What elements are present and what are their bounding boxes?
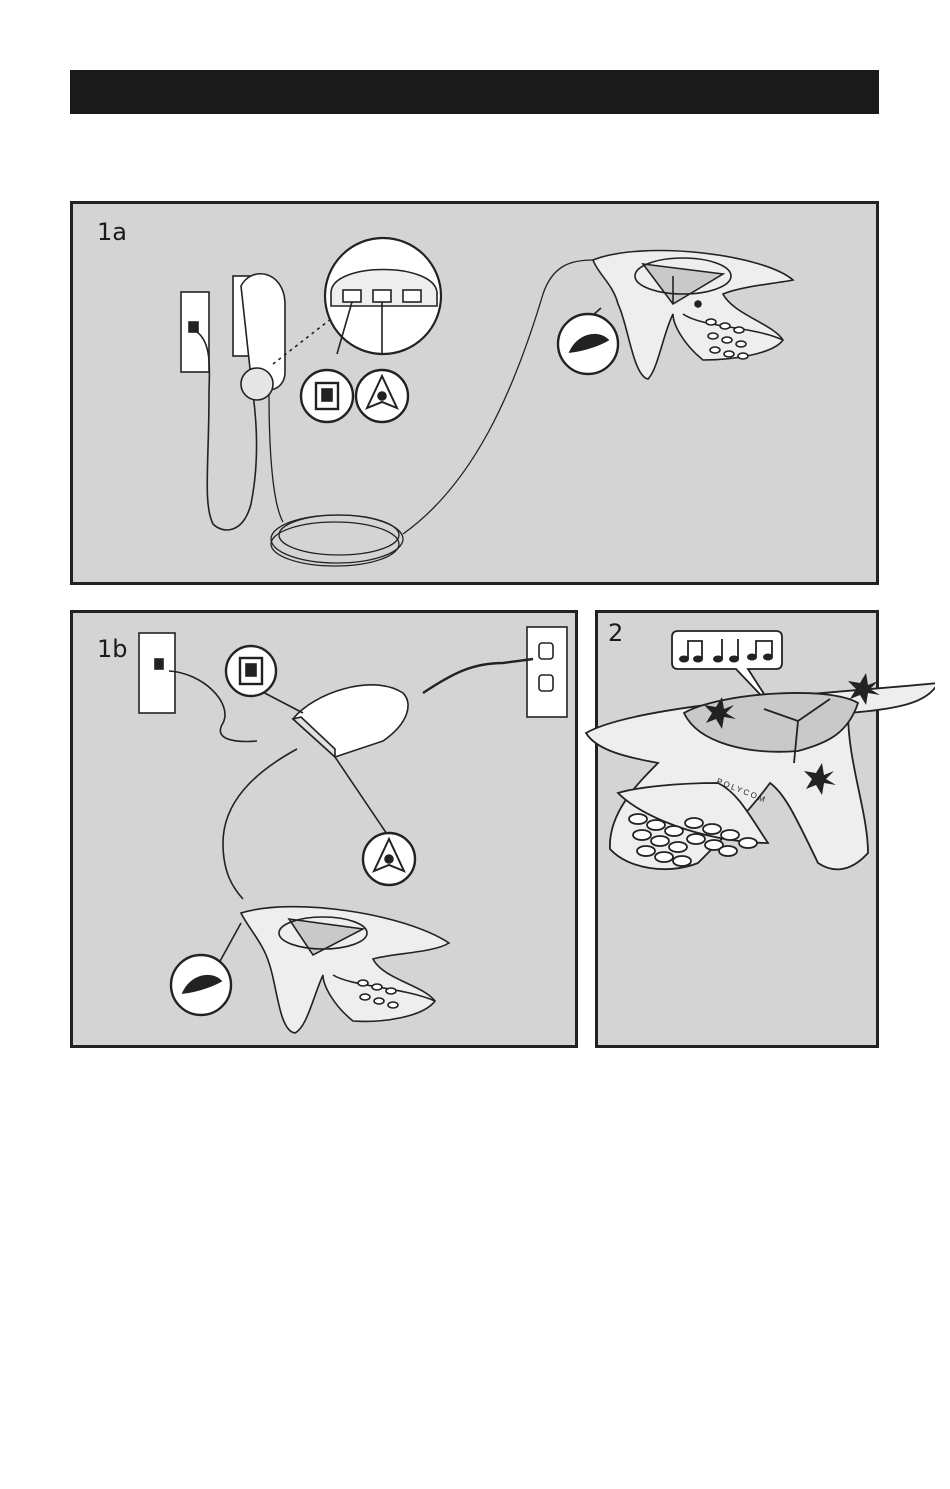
wall-jack (139, 633, 175, 713)
wall-jack (181, 292, 209, 372)
diagram-1a (73, 204, 876, 582)
conference-phone (241, 907, 449, 1033)
diagram-1b (73, 613, 575, 1045)
panel-1a: 1a (70, 201, 879, 585)
conference-phone-icon (363, 833, 415, 885)
power-outlet (527, 627, 567, 717)
adapter-port-zoom (325, 238, 441, 354)
header-bar (70, 70, 879, 114)
conference-phone (586, 683, 935, 869)
phone-interface-module (293, 685, 408, 757)
conference-phone (593, 251, 793, 379)
phone-adapter (233, 274, 285, 400)
panel-1b: 1b (70, 610, 578, 1048)
panel-2: 2 (595, 610, 879, 1048)
handset-icon (171, 955, 231, 1015)
diagram-2: POLYCOM (580, 613, 935, 913)
conference-phone-icon (356, 370, 408, 422)
phone-line-jack-icon (226, 646, 276, 696)
handset-icon (558, 314, 618, 374)
phone-line-jack-icon (301, 370, 353, 422)
